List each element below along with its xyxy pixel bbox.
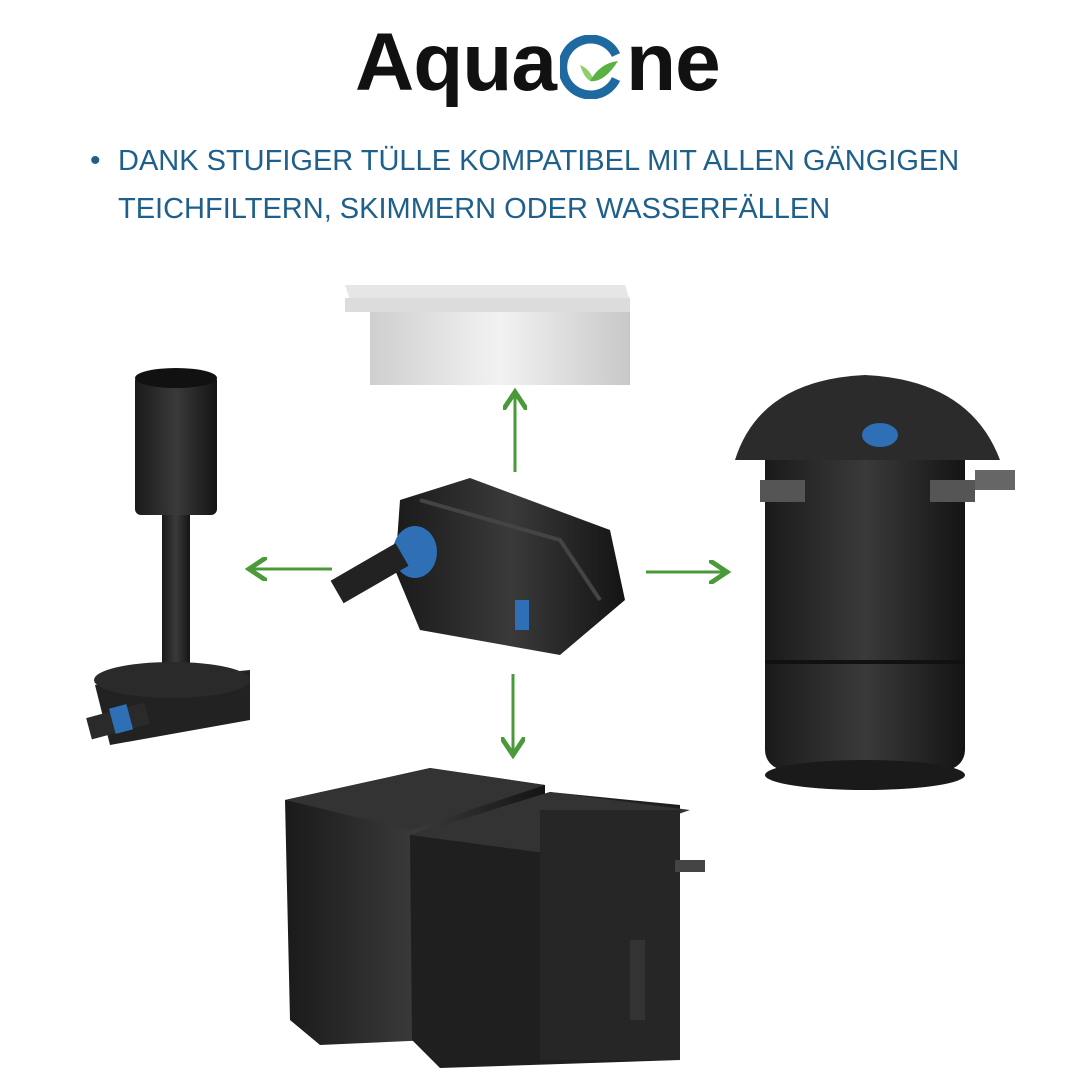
pressure-filter-image xyxy=(735,375,1015,790)
feature-line-1: DANK STUFIGER TÜLLE KOMPATIBEL MIT ALLEN… xyxy=(118,145,960,177)
multi-chamber-filter-image xyxy=(285,768,705,1068)
logo-leaf-icon xyxy=(560,35,621,99)
skimmer-image xyxy=(86,368,250,745)
bullet-dot: • xyxy=(90,144,101,177)
feature-line-2: TEICHFILTERN, SKIMMERN ODER WASSERFÄLLEN xyxy=(118,193,831,225)
logo-text-left: Aqua xyxy=(355,17,557,108)
brand-logo: Aqua ne xyxy=(355,17,721,108)
waterfall-image xyxy=(345,285,630,385)
logo-text-right: ne xyxy=(626,17,721,108)
feature-bullet: • DANK STUFIGER TÜLLE KOMPATIBEL MIT ALL… xyxy=(90,137,1050,233)
pond-pump-image xyxy=(330,478,625,655)
